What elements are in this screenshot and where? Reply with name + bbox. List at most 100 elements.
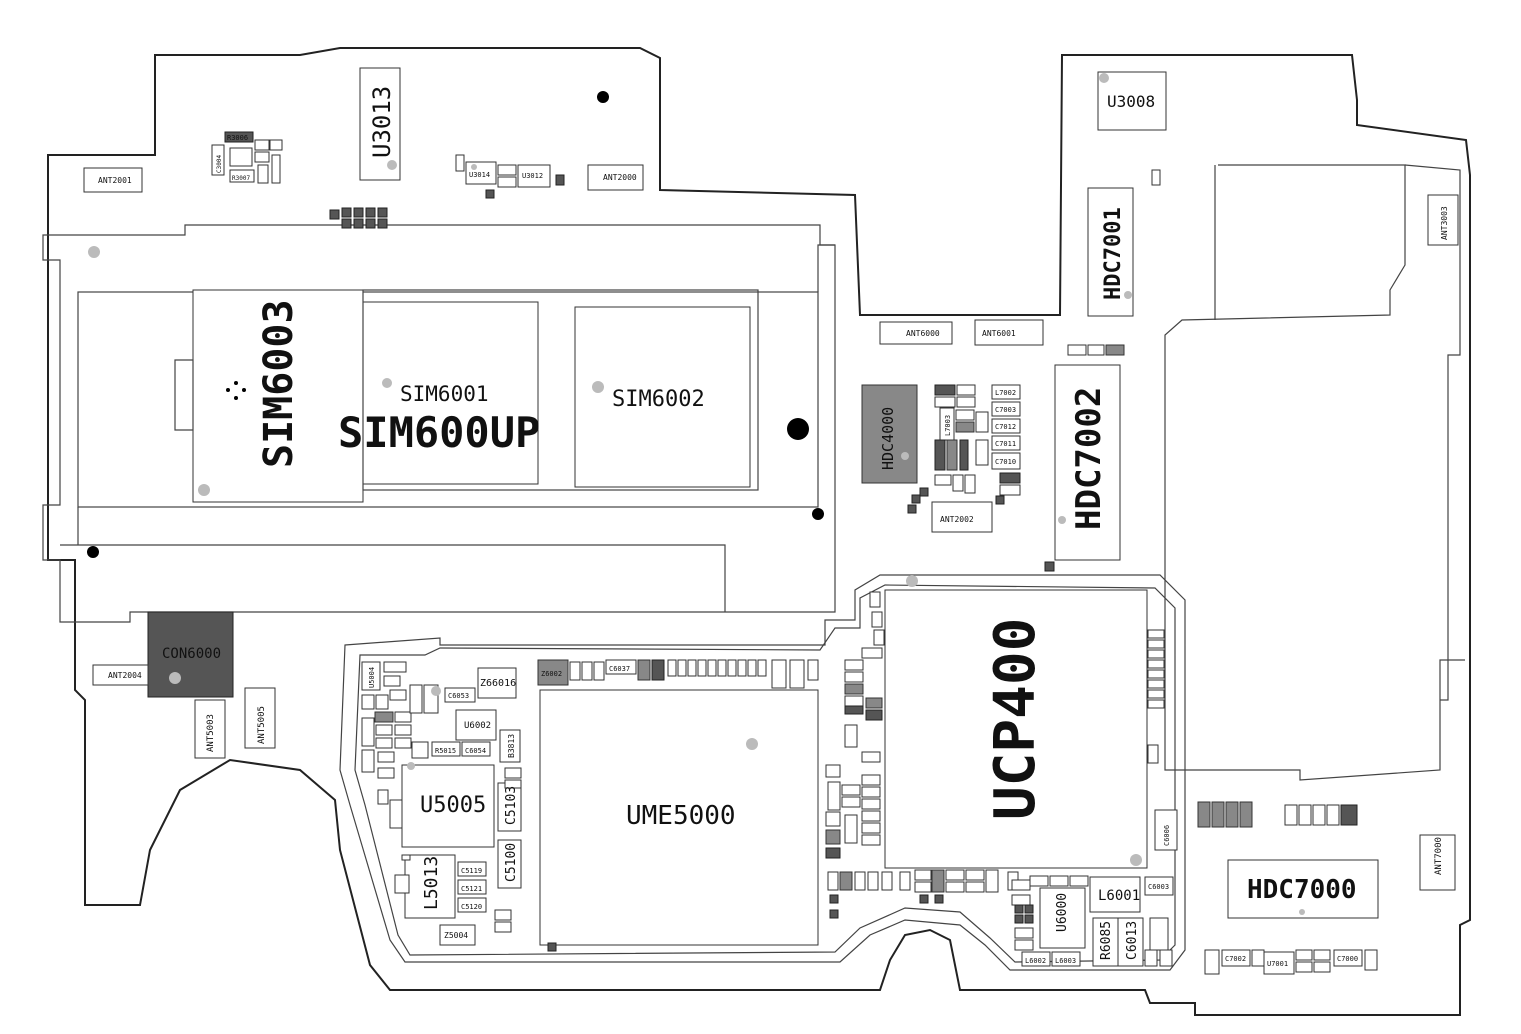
passive	[1204, 949, 1220, 975]
label-c7003: C7003	[995, 406, 1016, 414]
passive	[1284, 804, 1298, 826]
passive	[229, 169, 255, 183]
label-ant5003: ANT5003	[206, 714, 216, 752]
passive	[494, 909, 512, 921]
ume-top-cap-row	[667, 659, 819, 689]
con6000-connector	[147, 611, 234, 698]
ucp-left-cap-column	[825, 591, 885, 859]
label-u3013: U3013	[368, 86, 396, 158]
passive	[687, 659, 697, 677]
passive	[1312, 804, 1326, 826]
passive	[747, 659, 757, 677]
c5119-cap	[457, 861, 487, 877]
c7012-cap	[991, 418, 1021, 434]
pin1-dot	[387, 160, 397, 170]
ucp-right-cap-column	[1147, 629, 1165, 764]
passive	[999, 472, 1021, 484]
passive	[377, 751, 395, 763]
label-u3012: U3012	[522, 172, 543, 180]
label-sim6002: SIM6002	[612, 387, 705, 412]
pin1-dot	[198, 484, 210, 496]
sim6003-socket	[192, 289, 364, 503]
passive	[861, 798, 881, 810]
u7001-chip	[1263, 951, 1295, 975]
pin1-dot	[471, 164, 477, 170]
passive	[1197, 801, 1211, 828]
passive	[1147, 639, 1165, 649]
passive	[956, 396, 976, 408]
via	[377, 207, 388, 218]
passive	[1298, 804, 1312, 826]
label-sim600up: SIM600UP	[338, 408, 540, 457]
ant6001-pad	[974, 319, 1044, 346]
label-c5121: C5121	[461, 885, 482, 893]
label-sim6001: SIM6001	[400, 382, 489, 406]
label-c6013: C6013	[1125, 921, 1140, 960]
passive	[771, 659, 787, 689]
via	[1014, 904, 1024, 914]
via	[919, 487, 929, 497]
passive	[1067, 344, 1087, 356]
passive	[861, 647, 883, 659]
label-c6037: C6037	[609, 665, 630, 673]
label-c6054: C6054	[465, 747, 486, 755]
passive	[1029, 875, 1049, 887]
passive	[497, 176, 517, 188]
u6000-chip	[1039, 887, 1086, 949]
label-r3006: R3006	[227, 134, 248, 142]
passive	[1340, 804, 1358, 826]
c6037-cap	[605, 659, 637, 675]
sim6001-frame	[362, 289, 759, 491]
passive	[374, 711, 394, 723]
mounting-hole	[812, 508, 824, 520]
label-c7002: C7002	[1225, 955, 1246, 963]
pin1-dot	[906, 575, 918, 587]
hdc7002-connector	[1054, 364, 1121, 561]
label-ucp400: UCP400	[983, 618, 1048, 820]
sim6003-inner	[174, 359, 194, 431]
passive	[375, 694, 389, 710]
passive	[867, 871, 879, 891]
ant5003-pad	[194, 699, 226, 759]
label-l6001: L6001	[1098, 888, 1140, 904]
label-r6085: R6085	[1099, 921, 1114, 960]
passive	[394, 874, 410, 894]
pin1-dot	[382, 378, 392, 388]
passive	[844, 695, 864, 707]
via	[485, 189, 495, 199]
ant2004-pad	[92, 664, 149, 686]
passive	[697, 659, 707, 677]
ant2000-pad	[587, 164, 644, 191]
passive	[985, 869, 999, 893]
passive	[865, 697, 883, 709]
passive	[955, 409, 975, 421]
u6002-chip	[455, 709, 497, 741]
passive	[827, 871, 839, 891]
passive	[1147, 679, 1165, 689]
label-u7001: U7001	[1267, 960, 1288, 968]
label-con6000: CON6000	[162, 646, 221, 662]
label-c6003: C6003	[1148, 883, 1169, 891]
c6054-cap	[461, 741, 491, 757]
passive	[737, 659, 747, 677]
passive	[1147, 649, 1165, 659]
passive	[844, 705, 864, 715]
b3813-part	[499, 729, 521, 763]
via	[995, 495, 1005, 505]
ant3003-pad	[1427, 194, 1459, 246]
z6002-filter	[537, 659, 569, 686]
pin1-dot	[88, 246, 100, 258]
l5013-inductor	[404, 854, 456, 919]
pin1-dot	[1099, 73, 1109, 83]
c7010-cap	[991, 452, 1021, 470]
passive	[727, 659, 737, 677]
c6003-cap	[1144, 876, 1174, 896]
component-labels: U3013 U3008 HDC7001 HDC7002 HDC7000 HDC4…	[162, 86, 1358, 968]
label-l7003: L7003	[944, 415, 952, 436]
via	[934, 894, 944, 904]
label-l5013: L5013	[421, 856, 442, 910]
c7011-cap	[991, 435, 1021, 451]
l6003-inductor	[1051, 951, 1081, 967]
hdc4000-connector	[861, 384, 918, 484]
mounting-hole	[242, 388, 246, 392]
